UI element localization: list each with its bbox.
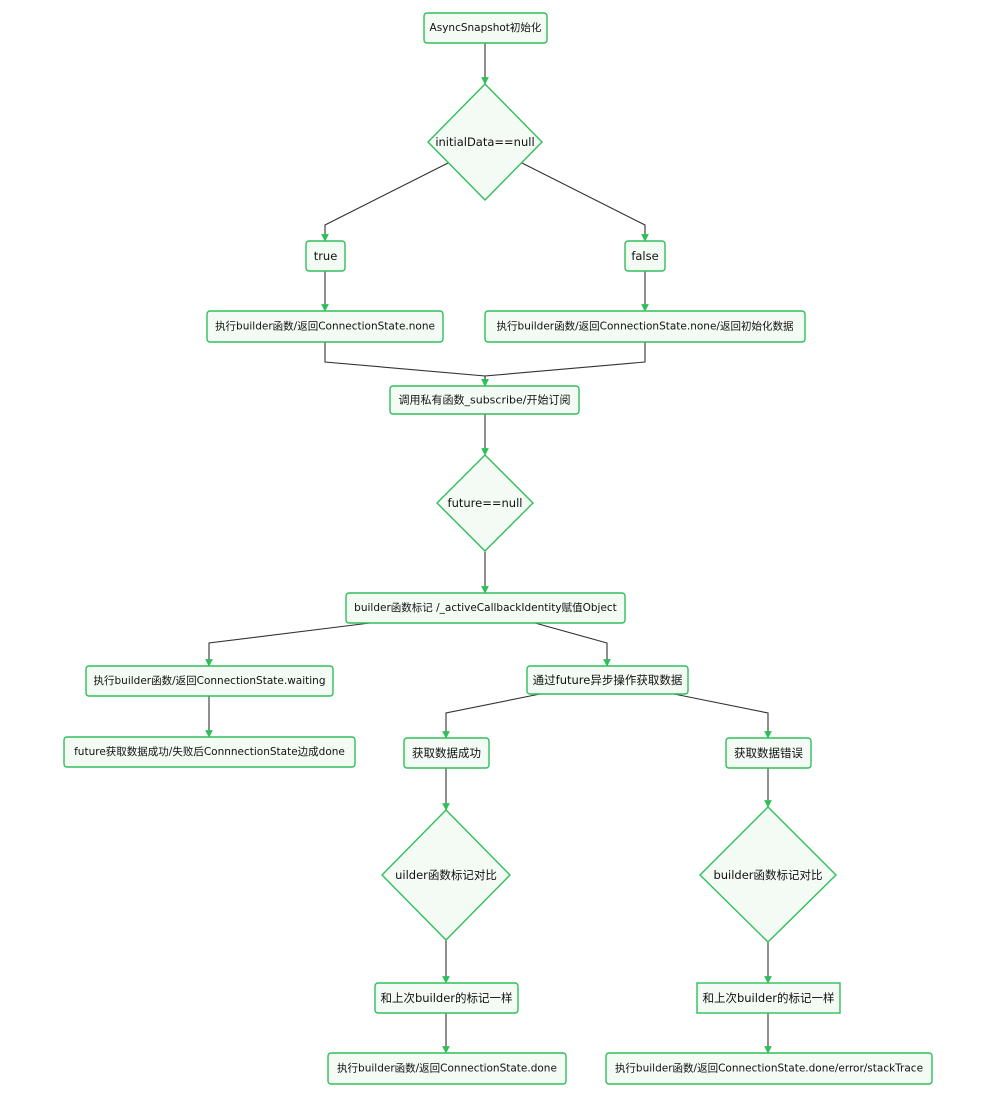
node-initial-check: initialData==null	[427, 83, 543, 201]
node-compare-left-label: uilder函数标记对比	[395, 868, 497, 882]
node-mark: builder函数标记 /_activeCallbackIdentity赋值Ob…	[345, 592, 626, 624]
node-subscribe: 调用私有函数_subscribe/开始订阅	[389, 385, 580, 415]
node-exec-done-error-label: 执行builder函数/返回ConnectionState.done/error…	[615, 1062, 923, 1075]
node-mark-label: builder函数标记 /_activeCallbackIdentity赋值Ob…	[354, 601, 617, 614]
node-same-left-label: 和上次builder的标记一样	[380, 991, 512, 1005]
node-exec-none-initial-label: 执行builder函数/返回ConnectionState.none/返回初始化…	[497, 320, 794, 333]
node-fetch-success-label: 获取数据成功	[412, 746, 481, 760]
node-initial-check-label: initialData==null	[435, 135, 534, 149]
node-exec-none-label: 执行builder函数/返回ConnectionState.none	[215, 320, 435, 333]
node-exec-done-label: 执行builder函数/返回ConnectionState.done	[337, 1062, 557, 1075]
edges	[205, 43, 772, 1054]
edge-async-fetch-to-success	[442, 693, 541, 739]
node-exec-none-initial: 执行builder函数/返回ConnectionState.none/返回初始化…	[484, 310, 806, 343]
node-true: true	[305, 240, 346, 272]
node-exec-none: 执行builder函数/返回ConnectionState.none	[206, 310, 444, 343]
node-subscribe-label: 调用私有函数_subscribe/开始订阅	[399, 393, 571, 407]
node-same-left: 和上次builder的标记一样	[374, 982, 519, 1014]
node-true-label: true	[314, 249, 338, 263]
node-exec-waiting: 执行builder函数/返回ConnectionState.waiting	[85, 665, 334, 697]
node-future-done-label: future获取数据成功/失败后Connnection​State边成done	[74, 745, 345, 758]
node-async-fetch: 通过future异步操作获取数据	[526, 665, 689, 695]
node-same-right: 和上次builder的标记一样	[696, 982, 841, 1014]
node-exec-waiting-label: 执行builder函数/返回ConnectionState.waiting	[94, 674, 326, 687]
node-same-right-label: 和上次builder的标记一样	[702, 991, 834, 1005]
node-future-check: future==null	[436, 454, 534, 552]
node-fetch-error-label: 获取数据错误	[734, 746, 803, 760]
node-async-fetch-label: 通过future异步操作获取数据	[533, 673, 683, 687]
node-compare-right-label: builder函数标记对比	[713, 868, 822, 882]
node-start: AsyncSnapshot初始化	[423, 12, 548, 44]
node-exec-done: 执行builder函数/返回ConnectionState.done	[327, 1052, 567, 1085]
edge-exec-none-initial-to-subscribe	[481, 342, 646, 387]
node-false: false	[624, 240, 666, 272]
node-future-check-label: future==null	[448, 496, 523, 510]
node-fetch-error: 获取数据错误	[725, 737, 812, 769]
node-exec-done-error: 执行builder函数/返回ConnectionState.done/error…	[605, 1052, 933, 1085]
edge-async-fetch-to-error	[673, 693, 772, 739]
edge-initial-check-to-false	[521, 162, 649, 242]
node-fetch-success: 获取数据成功	[403, 737, 490, 769]
node-compare-right: builder函数标记对比	[699, 806, 837, 943]
node-false-label: false	[631, 249, 658, 263]
node-compare-left: uilder函数标记对比	[381, 809, 511, 941]
edge-mark-to-exec-waiting	[205, 622, 371, 667]
node-future-done: future获取数据成功/失败后Connnection​State边成done	[63, 736, 356, 768]
node-start-label: AsyncSnapshot初始化	[430, 21, 542, 34]
edge-mark-to-async-fetch	[534, 622, 611, 667]
edge-exec-none-to-subscribe	[324, 342, 489, 387]
edge-initial-check-to-true	[321, 162, 449, 242]
